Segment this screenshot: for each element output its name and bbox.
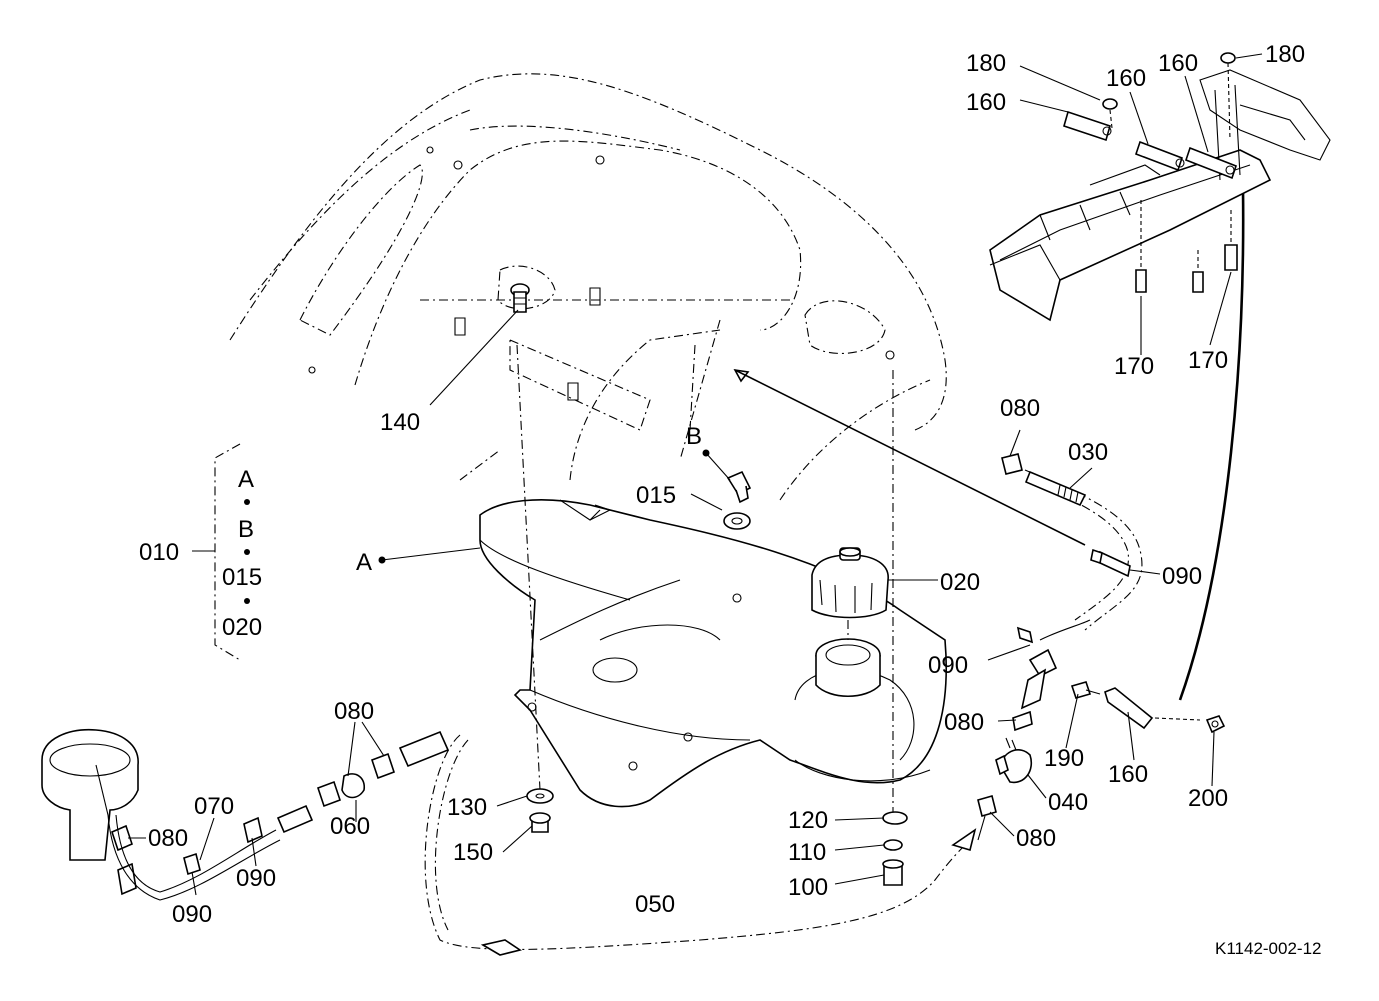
- bolt-140: [510, 283, 530, 313]
- label-020: 020: [940, 569, 980, 596]
- label-140: 140: [380, 409, 420, 436]
- label-120: 120: [788, 807, 828, 834]
- label-180-b: 180: [1265, 41, 1305, 68]
- label-160-a: 160: [966, 89, 1006, 116]
- label-010: 010: [139, 539, 179, 566]
- kit-bracket: [192, 443, 250, 661]
- return-hose: [1001, 453, 1143, 631]
- elbow-fitting: [723, 470, 752, 530]
- fuel-filter: [977, 619, 1091, 841]
- guide-lines: [516, 344, 1086, 820]
- label-080-mid: 080: [944, 709, 984, 736]
- label-150: 150: [453, 839, 493, 866]
- fuel-tank: [479, 499, 947, 808]
- label-040: 040: [1048, 789, 1088, 816]
- label-090-left2: 090: [172, 901, 212, 928]
- label-160-c: 160: [1158, 50, 1198, 77]
- label-200: 200: [1188, 785, 1228, 812]
- label-090-mid: 090: [928, 652, 968, 679]
- label-110: 110: [788, 839, 826, 866]
- callout-markers: [378, 449, 731, 564]
- label-b: B: [686, 423, 702, 450]
- label-080-left: 080: [148, 825, 188, 852]
- fuel-cap: [811, 547, 889, 619]
- label-190: 190: [1044, 745, 1084, 772]
- part-labels: 180 180 160 160 160 170 170 140 080 030 …: [139, 41, 1322, 958]
- bracket-assembly: [989, 52, 1331, 322]
- fuel-pump-assembly: [41, 728, 450, 901]
- label-060: 060: [330, 813, 370, 840]
- label-130: 130: [447, 794, 487, 821]
- label-015: 015: [636, 482, 676, 509]
- label-080-top: 080: [1000, 395, 1040, 422]
- label-080-low: 080: [1016, 825, 1056, 852]
- drawing-code: K1142-002-12: [1215, 939, 1322, 958]
- hood-outline: [229, 73, 947, 501]
- label-170-a: 170: [1114, 353, 1154, 380]
- label-050: 050: [635, 891, 675, 918]
- label-070: 070: [194, 793, 234, 820]
- bolt-stack-right: [882, 811, 908, 886]
- leader-lines: [128, 53, 1263, 896]
- feed-hose: [424, 734, 977, 956]
- label-090-right: 090: [1162, 563, 1202, 590]
- throttle-hardware: [1070, 189, 1245, 734]
- kit-label-020: 020: [222, 614, 262, 641]
- label-160-d: 160: [1108, 761, 1148, 788]
- kit-label-a: A: [238, 466, 254, 493]
- label-090-left1: 090: [236, 865, 276, 892]
- label-180-a: 180: [966, 50, 1006, 77]
- label-170-b: 170: [1188, 347, 1228, 374]
- label-160-b: 160: [1106, 65, 1146, 92]
- kit-label-015: 015: [222, 564, 262, 591]
- label-030: 030: [1068, 439, 1108, 466]
- mount-left: [526, 788, 554, 833]
- kit-label-b: B: [238, 516, 254, 543]
- label-100: 100: [788, 874, 828, 901]
- label-a: A: [356, 549, 372, 576]
- label-080-pump: 080: [334, 698, 374, 725]
